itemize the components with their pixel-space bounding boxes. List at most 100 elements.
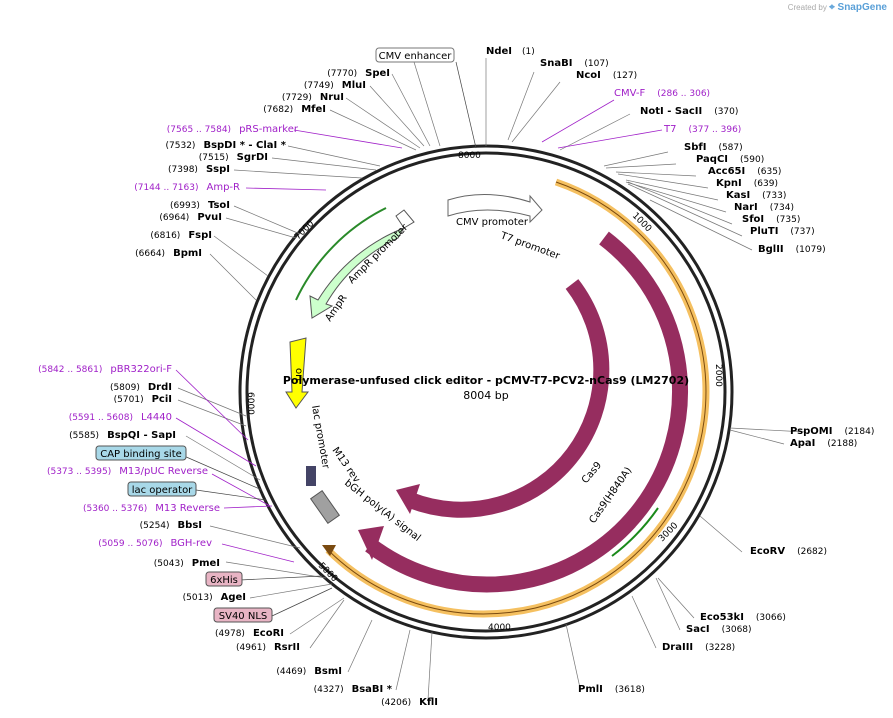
enzyme-acc65i: Acc65I(635) — [708, 166, 781, 177]
primer-m13-puc-reverse: (5373 .. 5395)M13/pUC Reverse — [47, 466, 208, 477]
enzyme-bspdi: (7532)BspDI * - ClaI * — [166, 140, 287, 151]
nCas9-outer-arc-line — [327, 181, 707, 615]
map-title: Polymerase-unfused click editor - pCMV-T… — [283, 374, 689, 387]
box-cap-binding-site — [95, 445, 187, 461]
primer-prs-marker: (7565 .. 7584)pRS-marker — [167, 124, 299, 135]
tick-8000: 8000 — [458, 151, 481, 161]
feature-cmv-promoter: CMV promoter — [456, 217, 529, 228]
enzyme-eco53ki: Eco53kI(3066) — [700, 612, 786, 623]
cas9-arrow-outer — [365, 231, 688, 593]
enzyme-mlui: (7749)MluI — [304, 80, 366, 91]
enzyme-apai: ApaI(2188) — [790, 438, 857, 449]
enzyme-bspqi: (5585)BspQI - SapI — [69, 430, 176, 441]
enzyme-paqci: PaqCI(590) — [696, 154, 764, 165]
box-lac-operator — [127, 481, 197, 497]
enzyme-labels-left: (4206)KflI (4327)BsaBI * (4469)BsmI (496… — [69, 68, 438, 708]
tick-7000: 7000 — [293, 219, 316, 242]
outer-arc-arrowhead — [322, 545, 336, 556]
enzyme-pmei: (5043)PmeI — [154, 558, 220, 569]
backbone-inner — [245, 151, 727, 633]
label-cap-binding-site: CAP binding site — [100, 449, 182, 460]
enzyme-ndei: NdeI(1) — [486, 46, 535, 57]
enzyme-drdi: (5809)DrdI — [110, 382, 172, 393]
enzyme-spei: (7770)SpeI — [327, 68, 390, 79]
label-sv40-nls: SV40 NLS — [219, 611, 268, 622]
enzyme-pmli: PmlI(3618) — [578, 684, 645, 695]
enzyme-rsrii: (4961)RsrII — [236, 642, 300, 653]
enzyme-labels: NdeI(1) SnaBI(107) NcoI(127) NotI - SacI… — [486, 46, 874, 695]
watermark-prefix: Created by — [787, 3, 827, 12]
enzyme-bsabi: (4327)BsaBI * — [314, 684, 393, 695]
feature-ori: ori — [293, 368, 304, 381]
tick-2000: 2000 — [713, 364, 723, 387]
enzyme-bsmi: (4469)BsmI — [276, 666, 342, 677]
enzyme-saci: SacI(3068) — [686, 624, 752, 635]
enzyme-pcii: (5701)PciI — [114, 394, 172, 405]
enzyme-nari: NarI(734) — [734, 202, 794, 213]
cas9-arrow-inner — [407, 279, 610, 518]
ampr-promoter-arrow — [395, 209, 415, 229]
enzyme-noti: NotI - SacII(370) — [640, 106, 738, 117]
enzyme-mfei: (7682)MfeI — [263, 104, 326, 115]
map-length: 8004 bp — [463, 389, 508, 402]
enzyme-sgrdi: (7515)SgrDI — [199, 152, 268, 163]
feature-m13-rev: M13 rev — [330, 445, 362, 485]
enzyme-pvui: (6964)PvuI — [159, 212, 222, 223]
cas9-outer-arrowhead — [358, 526, 384, 560]
feature-t7-promoter: T7 promoter — [498, 230, 562, 262]
boxed-labels: CMV enhancer CAP binding site lac operat… — [95, 47, 455, 623]
enzyme-snabi: SnaBI(107) — [540, 58, 609, 69]
enzyme-pluti: PluTI(737) — [750, 226, 815, 237]
primer-amp-r: (7144 .. 7163)Amp-R — [134, 182, 240, 193]
enzyme-ncoi: NcoI(127) — [576, 70, 637, 81]
label-lac-operator: lac operator — [132, 485, 193, 496]
enzyme-draiii: DraIII(3228) — [662, 642, 735, 653]
enzyme-sspi: (7398)SspI — [168, 164, 230, 175]
tick-6000: 6000 — [245, 392, 255, 415]
enzyme-bbsi: (5254)BbsI — [140, 520, 202, 531]
cas9-h840a-arc — [611, 507, 659, 557]
primer-bgh-rev: (5059 .. 5076)BGH-rev — [98, 538, 212, 549]
enzyme-ecori: (4978)EcoRI — [215, 628, 284, 639]
enzyme-nrui: (7729)NruI — [282, 92, 344, 103]
primer-labels: CMV-F(286 .. 306) T7(377 .. 396) (7565 .… — [38, 88, 741, 549]
primer-m13-reverse: (5360 .. 5376)M13 Reverse — [83, 503, 220, 514]
cas9-inner-arrowhead — [396, 484, 420, 514]
enzyme-sfoi: SfoI(735) — [742, 214, 800, 225]
snapgene-logo: ⌖ SnapGene — [829, 2, 887, 13]
bgh-polya-block — [309, 490, 341, 524]
enzyme-ecorv: EcoRV(2682) — [750, 546, 827, 557]
enzyme-bglii: BglII(1079) — [758, 244, 826, 255]
ampr-green-arc — [295, 207, 387, 301]
feature-cas9: Cas9 — [580, 460, 604, 486]
ampr-arrow — [309, 227, 406, 319]
watermark: Created by ⌖ SnapGene — [788, 2, 887, 13]
lac-region — [306, 466, 316, 486]
enzyme-agei: (5013)AgeI — [183, 592, 246, 603]
ori-arrow — [285, 337, 309, 409]
label-cmv-enhancer: CMV enhancer — [379, 51, 453, 62]
box-cmv-enhancer — [375, 47, 455, 63]
cmv-promoter-arrow — [447, 194, 543, 224]
feature-ampr-promoter: AmpR promoter — [346, 222, 411, 287]
box-sv40-nls — [213, 607, 273, 623]
primer-pbr322ori-f: (5842 .. 5861)pBR322ori-F — [38, 364, 172, 375]
label-6xhis: 6xHis — [210, 575, 238, 586]
primer-l4440: (5591 .. 5608)L4440 — [69, 412, 172, 423]
enzyme-kasi: KasI(733) — [726, 190, 786, 201]
leader-lines — [177, 58, 807, 701]
watermark-brand: SnapGene — [837, 2, 887, 13]
enzyme-kfli: (4206)KflI — [381, 697, 438, 708]
enzyme-pspomi: PspOMI(2184) — [790, 426, 874, 437]
enzyme-tsoi: (6993)TsoI — [170, 200, 230, 211]
enzyme-sbfi: SbfI(587) — [684, 142, 743, 153]
primer-cmv-f: CMV-F(286 .. 306) — [614, 88, 710, 99]
enzyme-kpni: KpnI(639) — [716, 178, 778, 189]
tick-4000: 4000 — [488, 623, 511, 633]
box-6xhis — [205, 571, 243, 587]
box-lines — [183, 61, 477, 617]
enzyme-fspi: (6816)FspI — [150, 230, 212, 241]
feature-lac-promoter: lac promoter — [309, 405, 331, 471]
enzyme-bpmi: (6664)BpmI — [135, 248, 202, 259]
